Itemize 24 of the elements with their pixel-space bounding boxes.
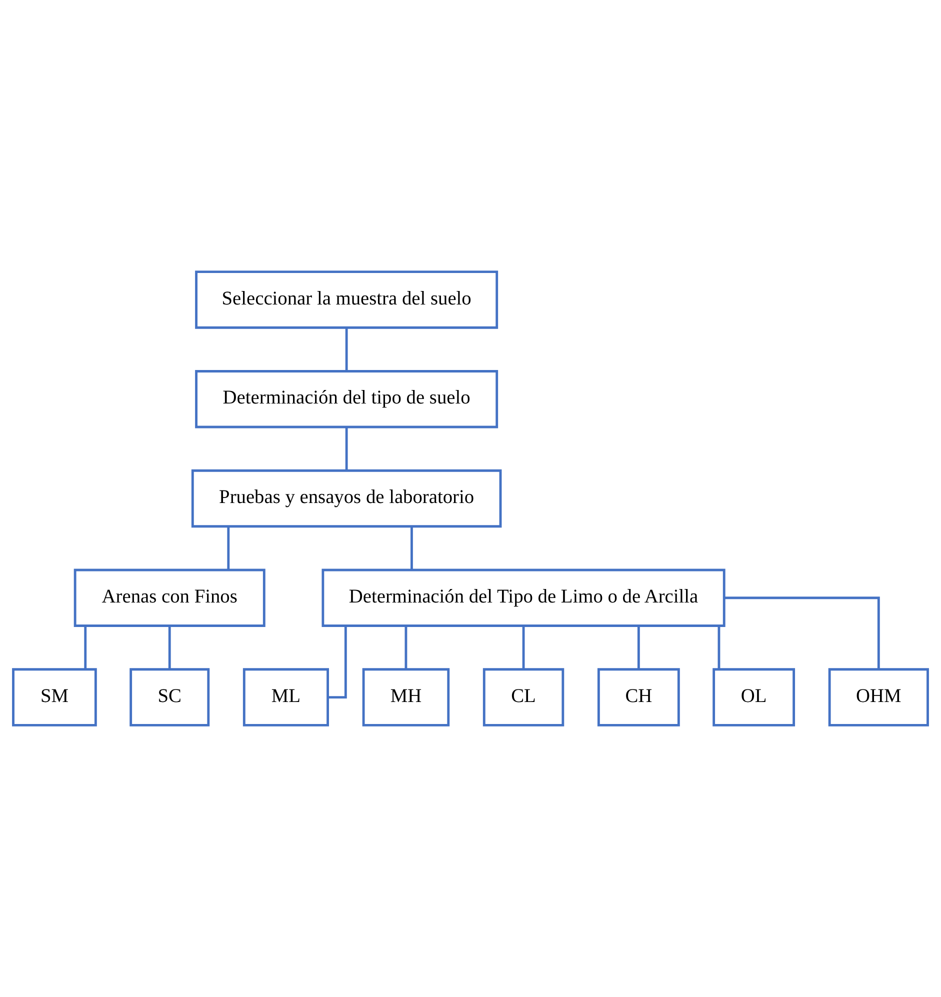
connector [724,596,880,670]
node-box: Determinación del Tipo de Limo o de Arcilla [322,568,726,627]
connector [168,626,171,670]
node-box: SM [12,668,97,726]
connector [345,427,348,471]
node-box: ML [242,668,329,726]
connector [522,626,525,670]
node-box: SC [130,668,210,726]
node-box: Pruebas y ensayos de laboratorio [191,469,502,528]
node-box: CH [597,668,680,726]
connector [84,626,87,670]
connector [718,626,720,670]
connector [227,526,230,570]
connector [410,526,413,570]
node-box: Determinación del tipo de suelo [195,370,498,428]
node-box: Seleccionar la muestra del suelo [195,270,498,329]
node-box: Arenas con Finos [74,568,266,627]
connector [404,626,408,670]
connector [345,328,348,372]
node-box: OHM [828,668,929,726]
node-box: OL [712,668,796,726]
connector [637,626,640,670]
node-box: CL [482,668,564,726]
node-box: MH [362,668,450,726]
